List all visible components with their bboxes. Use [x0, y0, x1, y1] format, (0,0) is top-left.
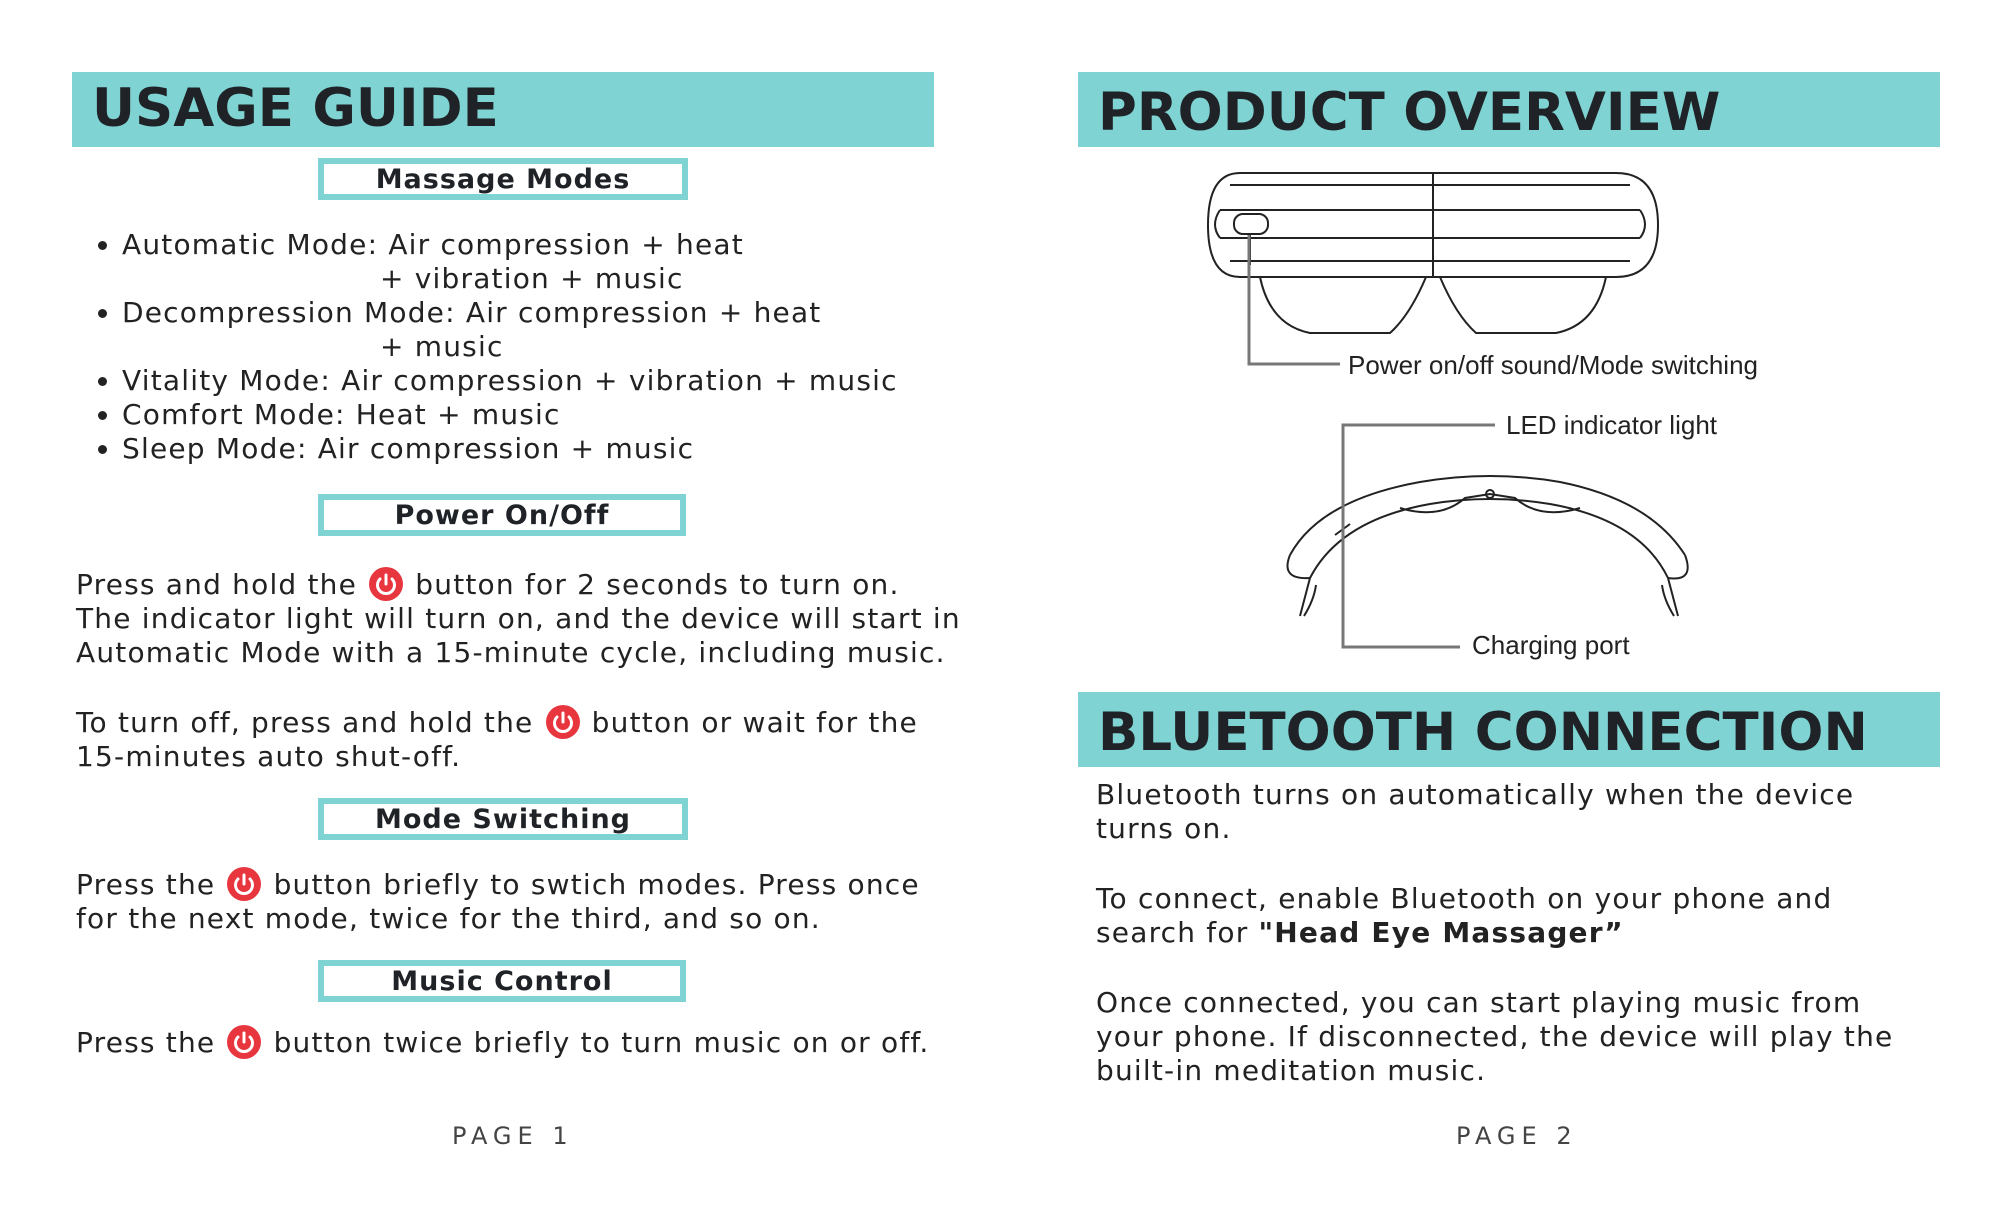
mode-text-cont: + music — [380, 330, 504, 363]
text: for the next mode, twice for the third, … — [76, 902, 821, 935]
music-control-paragraph: Press the button twice briefly to turn m… — [76, 1025, 930, 1060]
text: 15-minutes auto shut-off. — [76, 740, 462, 773]
product-overview-banner: PRODUCT OVERVIEW — [1078, 72, 1940, 147]
power-heading: Power On/Off — [318, 494, 686, 536]
mode-text: Automatic Mode: Air compression + heat — [122, 228, 744, 261]
usage-guide-banner: USAGE GUIDE — [72, 72, 934, 147]
text: Once connected, you can start playing mu… — [1096, 986, 1862, 1019]
text: search for — [1096, 916, 1259, 949]
bluetooth-title: BLUETOOTH CONNECTION — [1098, 702, 1868, 763]
power-button-icon — [227, 867, 262, 901]
text: To turn off, press and hold the — [76, 706, 534, 739]
text: Press and hold the — [76, 568, 358, 601]
massager-front-view-diagram — [1206, 172, 1660, 366]
text: button for 2 seconds to turn on. — [415, 568, 900, 601]
power-button-icon — [369, 567, 404, 601]
page-number-1: PAGE 1 — [452, 1122, 574, 1150]
list-item: Decompression Mode: Air compression + he… — [122, 296, 898, 364]
usage-guide-title: USAGE GUIDE — [92, 78, 499, 139]
power-heading-text: Power On/Off — [394, 499, 610, 531]
mode-switching-heading-text: Mode Switching — [374, 803, 632, 835]
power-off-paragraph: To turn off, press and hold the button o… — [76, 705, 918, 774]
list-item: Sleep Mode: Air compression + music — [122, 432, 898, 466]
power-label: Power on/off sound/Mode switching — [1348, 350, 1758, 380]
mode-text: Decompression Mode: Air compression + he… — [122, 296, 822, 329]
massager-side-view-diagram — [1286, 423, 1689, 649]
charging-label: Charging port — [1472, 630, 1630, 660]
power-button-icon — [227, 1025, 262, 1059]
power-button-icon — [545, 705, 580, 739]
text: button briefly to swtich modes. Press on… — [273, 868, 920, 901]
text: Press the — [76, 868, 216, 901]
text: turns on. — [1096, 812, 1232, 845]
massage-modes-heading: Massage Modes — [318, 158, 688, 200]
text: button or wait for the — [591, 706, 918, 739]
text: built-in meditation music. — [1096, 1054, 1487, 1087]
bluetooth-p3: Once connected, you can start playing mu… — [1096, 986, 1893, 1088]
mode-text: Comfort Mode: Heat + music — [122, 398, 561, 431]
text: The indicator light will turn on, and th… — [76, 602, 961, 635]
bluetooth-banner: BLUETOOTH CONNECTION — [1078, 692, 1940, 767]
mode-switching-paragraph: Press the button briefly to swtich modes… — [76, 867, 920, 936]
text: Press the — [76, 1026, 216, 1059]
massage-modes-heading-text: Massage Modes — [375, 163, 631, 195]
text: Bluetooth turns on automatically when th… — [1096, 778, 1855, 811]
mode-switching-heading: Mode Switching — [318, 798, 688, 840]
text: button twice briefly to turn music on or… — [273, 1026, 930, 1059]
music-control-heading-text: Music Control — [391, 965, 613, 997]
mode-text-cont: + vibration + music — [380, 262, 684, 295]
massage-modes-list: Automatic Mode: Air compression + heat+ … — [92, 228, 898, 466]
product-overview-title: PRODUCT OVERVIEW — [1098, 82, 1721, 143]
mode-text: Sleep Mode: Air compression + music — [122, 432, 695, 465]
text: Automatic Mode with a 15-minute cycle, i… — [76, 636, 946, 669]
text: To connect, enable Bluetooth on your pho… — [1096, 882, 1833, 915]
list-item: Comfort Mode: Heat + music — [122, 398, 898, 432]
page-number-2: PAGE 2 — [1456, 1122, 1578, 1150]
bluetooth-p2: To connect, enable Bluetooth on your pho… — [1096, 882, 1832, 950]
list-item: Automatic Mode: Air compression + heat+ … — [122, 228, 898, 296]
device-name: "Head Eye Massager” — [1258, 916, 1624, 949]
list-item: Vitality Mode: Air compression + vibrati… — [122, 364, 898, 398]
bluetooth-p1: Bluetooth turns on automatically when th… — [1096, 778, 1854, 846]
text: your phone. If disconnected, the device … — [1096, 1020, 1894, 1053]
music-control-heading: Music Control — [318, 960, 686, 1002]
mode-text: Vitality Mode: Air compression + vibrati… — [122, 364, 898, 397]
power-on-paragraph: Press and hold the button for 2 seconds … — [76, 567, 961, 670]
led-label: LED indicator light — [1506, 410, 1717, 440]
